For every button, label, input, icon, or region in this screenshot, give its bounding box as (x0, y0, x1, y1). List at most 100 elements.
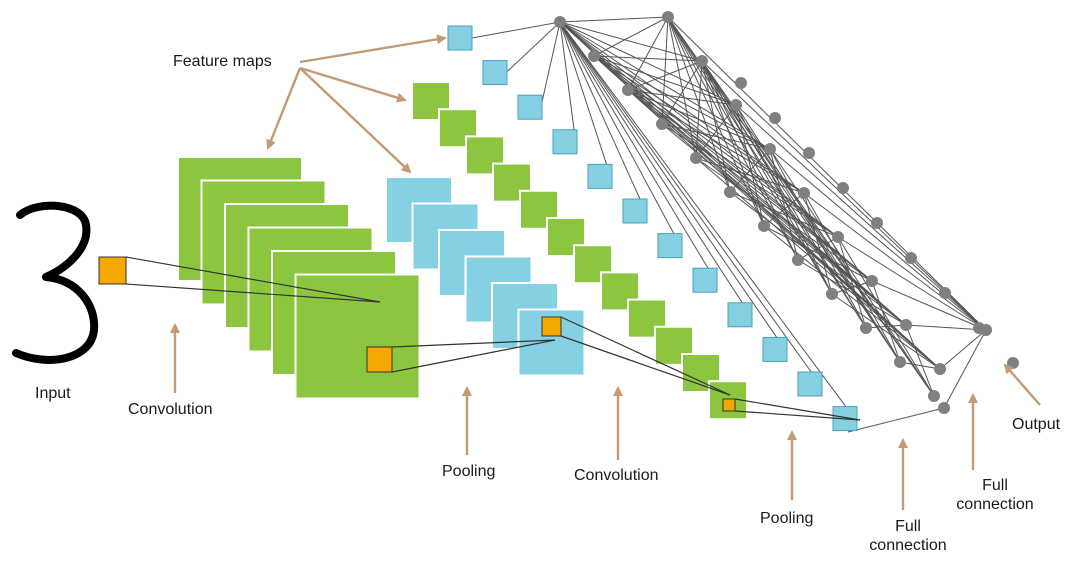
full-connection-2-label: Full connection (956, 477, 1034, 513)
fc2-neuron (939, 287, 951, 299)
receptive-line (125, 283, 381, 303)
edge (735, 104, 901, 363)
annotation-arrow (266, 67, 302, 150)
fc1-neuron (656, 118, 668, 130)
feature-maps-label: Feature maps (173, 53, 272, 70)
fc2-neuron (662, 11, 674, 23)
edge (593, 55, 771, 150)
receptive-line (560, 316, 731, 396)
fc2-neuron (769, 112, 781, 124)
edge (661, 123, 771, 150)
edge (559, 21, 645, 210)
edge (667, 16, 799, 261)
edge (667, 16, 697, 159)
receptive-field-lines (125, 256, 861, 421)
pool2-feature-map (447, 25, 473, 51)
fc1-neuron (860, 322, 872, 334)
fc2-neuron (696, 55, 708, 67)
edge (701, 60, 987, 331)
receptive-line (391, 339, 556, 348)
pooling-1-label: Pooling (442, 463, 496, 480)
pool2-feature-map (552, 129, 578, 155)
edge (627, 16, 669, 91)
fc1-neuron (792, 254, 804, 266)
edge (831, 293, 941, 370)
fc2-neuron (866, 275, 878, 287)
edge (701, 60, 901, 363)
edge (540, 21, 561, 107)
fully-connected-edges (471, 16, 987, 433)
pool2-feature-map (657, 233, 683, 259)
edge (803, 192, 987, 331)
edge (695, 157, 941, 370)
edge (797, 259, 907, 326)
fc2-neuron (764, 143, 776, 155)
edge (899, 361, 941, 370)
fc1-neuron (622, 84, 634, 96)
edge (701, 60, 765, 227)
convolution-2-label: Convolution (574, 467, 659, 484)
edge (559, 21, 805, 194)
output-label: Output (1012, 416, 1061, 433)
annotation-arrow (299, 67, 412, 174)
edge (559, 21, 737, 106)
edge (943, 329, 987, 409)
receptive-line (734, 410, 861, 421)
edge (769, 148, 867, 329)
edge (763, 225, 941, 370)
receptive-line (734, 398, 861, 421)
fc2-neuron (934, 363, 946, 375)
edge (695, 60, 703, 159)
annotation-arrow (299, 66, 407, 103)
fc1-neuron (588, 50, 600, 62)
receptive-line (560, 335, 731, 396)
edge (769, 148, 935, 397)
edge (593, 16, 669, 57)
full-connection-1-label: Full connection (869, 518, 947, 554)
pool2-feature-map (762, 336, 788, 362)
edge (769, 148, 799, 261)
edge (559, 21, 576, 141)
edge (559, 21, 611, 175)
edge (667, 16, 765, 227)
edge (667, 16, 731, 193)
edge (559, 21, 783, 347)
input-digit-3 (12, 201, 99, 364)
fc-neuron-last (938, 402, 950, 414)
edge (661, 16, 669, 125)
edge (559, 21, 818, 381)
fc2-neuron (735, 77, 747, 89)
fc1-neuron (724, 186, 736, 198)
output-neuron (980, 324, 992, 336)
fc2-neuron (837, 182, 849, 194)
edge (593, 55, 703, 62)
edge (871, 280, 901, 363)
edge (559, 21, 771, 150)
edge (667, 16, 867, 329)
edge (559, 21, 714, 278)
edge (667, 16, 833, 295)
edge (506, 21, 561, 73)
fc2-neuron (798, 187, 810, 199)
edge (769, 148, 987, 331)
annotation-arrow (299, 34, 447, 64)
fc2-neuron (730, 99, 742, 111)
fc1-neuron (826, 288, 838, 300)
edge (559, 21, 749, 312)
fc1-neuron (758, 220, 770, 232)
fc1-neuron (554, 16, 566, 28)
edge (701, 60, 799, 261)
annotation-arrow (1003, 363, 1041, 406)
edge (847, 407, 945, 433)
pool2-feature-map (482, 60, 508, 86)
edge (803, 192, 833, 295)
pooling-2-label: Pooling (760, 510, 814, 527)
edge (701, 60, 935, 397)
kernel-square (541, 316, 562, 337)
convolution-1-label: Convolution (128, 401, 213, 418)
edge (905, 324, 987, 331)
edge (559, 16, 669, 23)
edge (559, 21, 680, 244)
edge (661, 60, 703, 125)
